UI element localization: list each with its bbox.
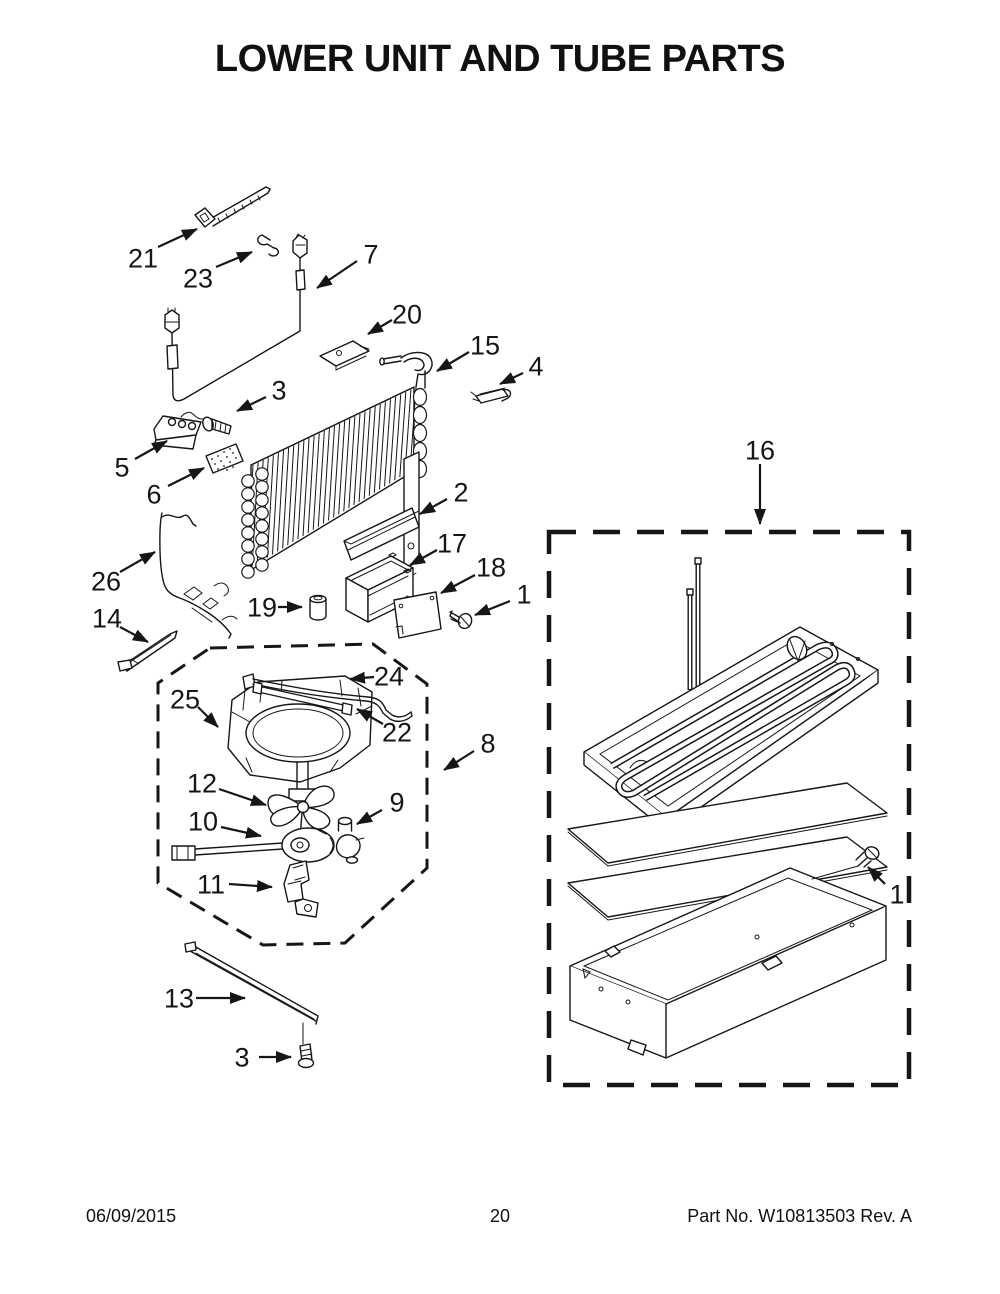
evaporator-drawing — [241, 351, 433, 579]
callout-arrow-20 — [367, 319, 393, 335]
callout-label-7: 7 — [363, 240, 378, 270]
motor-bracket-drawing — [283, 860, 319, 918]
page-title: LOWER UNIT AND TUBE PARTS — [214, 38, 786, 80]
callout-label-1: 1 — [516, 580, 531, 610]
rail-22-drawing — [252, 681, 353, 716]
cover-plate-drawing — [319, 340, 370, 371]
callout-label-24: 24 — [374, 662, 404, 692]
callout-arrow-14 — [119, 626, 149, 643]
pad-dots — [211, 448, 237, 471]
callout-arrow-18 — [440, 574, 476, 594]
inlet-tube-drawing — [379, 351, 433, 389]
evaporator-right-loops — [412, 387, 428, 479]
callout-arrow-26 — [119, 551, 156, 573]
callout-label-17: 17 — [437, 529, 467, 559]
evaporator-coils — [241, 467, 269, 579]
callout-label-9: 9 — [389, 788, 404, 818]
footer-page-number: 20 — [489, 1206, 511, 1226]
callout-label-10: 10 — [188, 807, 218, 837]
pad-drawing — [205, 443, 244, 474]
insulation-sheets-drawing — [567, 782, 888, 921]
callout-label-2: 2 — [453, 478, 468, 508]
callout-label-3: 3 — [271, 376, 286, 406]
callout-label-13: 13 — [164, 984, 194, 1014]
bottom-tray-drawing — [569, 867, 887, 1059]
callout-arrow-7 — [316, 260, 358, 289]
callout-arrow-22 — [356, 708, 384, 725]
callout-label-6: 6 — [146, 480, 161, 510]
callout-arrow-9 — [356, 809, 383, 825]
callout-arrow-17 — [409, 549, 438, 566]
callout-arrow-5 — [134, 440, 168, 460]
callout-arrow-11 — [228, 879, 273, 892]
footer-date: 06/09/2015 — [86, 1206, 177, 1226]
callout-label-22: 22 — [382, 718, 412, 748]
screw-one-left-drawing — [449, 610, 473, 630]
heater-plate-drawing — [393, 591, 442, 639]
callout-label-8: 8 — [480, 729, 495, 759]
callout-label-3: 3 — [234, 1043, 249, 1073]
drain-pan-drawing — [583, 626, 879, 832]
callout-arrow-15 — [436, 351, 470, 372]
thermostat-wire-drawing — [164, 233, 308, 402]
callout-arrow-23 — [215, 250, 253, 269]
fan-motor-drawing — [171, 827, 335, 863]
callout-arrow-8 — [443, 750, 475, 771]
callout-arrow-24 — [349, 671, 375, 684]
callout-label-23: 23 — [183, 264, 213, 294]
callout-label-18: 18 — [476, 553, 506, 583]
callout-label-16: 16 — [745, 436, 775, 466]
cable-tie-drawing — [194, 186, 271, 228]
trough-box-drawing — [345, 552, 414, 623]
fan-housing-drawing — [227, 675, 373, 802]
clamp-drawing — [470, 387, 512, 404]
callout-arrow-6 — [167, 467, 205, 487]
footer-part-number: Part No. W10813503 Rev. A — [687, 1206, 912, 1226]
callout-label-5: 5 — [114, 453, 129, 483]
callout-arrow-10 — [220, 825, 262, 839]
callout-arrow-1 — [474, 599, 511, 617]
capacitor-drawing — [309, 594, 327, 621]
callout-label-21: 21 — [128, 244, 158, 274]
callout-arrow-1 — [867, 866, 886, 885]
callout-arrow-2 — [419, 498, 448, 515]
callout-label-15: 15 — [470, 331, 500, 361]
callout-label-26: 26 — [91, 567, 121, 597]
screw-one-right-drawing — [811, 846, 880, 880]
callout-label-4: 4 — [528, 352, 543, 382]
motor-clip-drawing — [335, 816, 365, 864]
drain-pan-kit-drawing — [567, 557, 888, 1059]
callout-label-25: 25 — [170, 685, 200, 715]
callout-label-11: 11 — [197, 870, 225, 900]
callout-arrow-12 — [218, 787, 267, 807]
fan-blade-drawing — [267, 785, 335, 839]
lower-rail-drawing — [184, 941, 319, 1069]
styrofoam-cover-drawing — [343, 507, 420, 561]
callout-arrow-21 — [157, 228, 198, 248]
callout-arrow-25 — [197, 706, 219, 728]
fan-assembly-dashed-outline — [156, 642, 429, 947]
callout-label-20: 20 — [392, 300, 422, 330]
clip-drawing — [257, 234, 279, 257]
callout-label-12: 12 — [187, 769, 217, 799]
screw-upper-drawing — [180, 411, 232, 435]
wire-harness-drawing — [159, 512, 238, 639]
drain-pan-kit-dashed-box — [546, 529, 912, 1088]
callout-label-19: 19 — [247, 593, 277, 623]
callout-arrow-4 — [499, 372, 524, 385]
page-footer: 06/09/2015 20 Part No. W10813503 Rev. A — [0, 1206, 1000, 1230]
callout-label-1: 1 — [889, 880, 904, 910]
callout-arrow-3 — [236, 396, 267, 412]
callout-label-14: 14 — [92, 604, 122, 634]
drain-clip-drawing — [117, 630, 178, 672]
